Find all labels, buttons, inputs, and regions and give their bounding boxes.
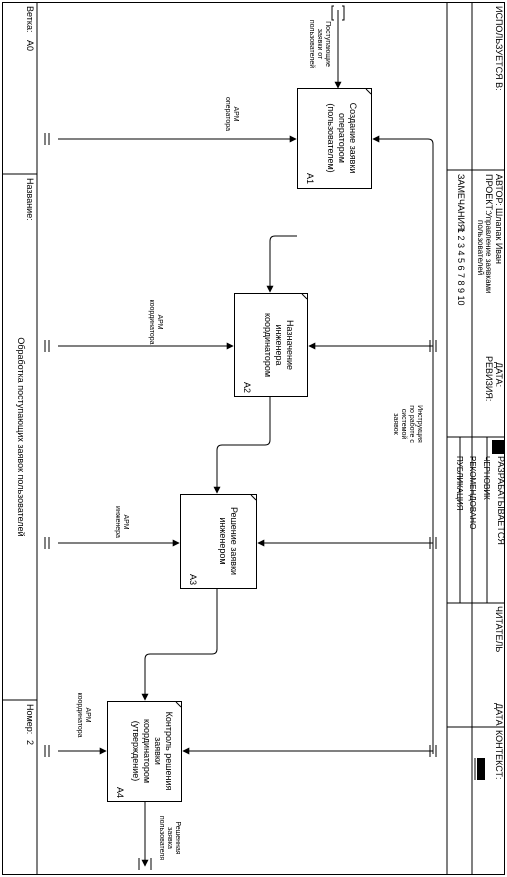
activity-box-a1 — [297, 88, 372, 189]
output-label-1: Решенная — [174, 821, 181, 854]
node-value: A0 — [25, 40, 35, 51]
status-draft: ЧЕРНОВИК — [482, 456, 491, 500]
input-label-1: Поступающие — [324, 21, 331, 67]
title-label: Название: — [25, 178, 35, 221]
activity-a3-id: A3 — [188, 574, 198, 585]
activity-a2-line-2: инженера — [274, 324, 284, 365]
activity-a4-line-2: заявки — [153, 737, 163, 765]
box-corner-marks — [175, 88, 372, 708]
control-label-3: системой — [400, 409, 408, 440]
date-label: ДАТА: — [494, 362, 504, 387]
activity-labels: Создание заявки оператором (пользователе… — [115, 103, 358, 798]
project-value-1: Управление заявками — [484, 212, 493, 294]
activity-box-a4 — [107, 701, 182, 802]
activity-a4-line-4: (утверждение) — [131, 721, 141, 782]
arrow-a2-to-a3 — [213, 397, 271, 494]
mech-a1-label-2: оператора — [224, 97, 231, 131]
activity-a4-id: A4 — [115, 787, 125, 798]
arrow-a3-to-a4 — [141, 589, 218, 701]
activity-a4-line-1: Контроль решения — [164, 712, 174, 791]
mech-a3-label-2: инженера — [114, 506, 121, 538]
title-value: Обработка поступающих заявок пользовател… — [16, 337, 26, 536]
activity-a2-line-3: координатором — [263, 313, 273, 377]
status-working: РАЗРАБАТЫВАЕТСЯ — [496, 456, 506, 545]
arrow-control-trunk — [428, 345, 434, 754]
project-label: ПРОЕКТ: — [484, 174, 494, 213]
mech-a2-label-1: АРМ — [156, 314, 163, 329]
input-label-2: заявки от — [316, 29, 323, 60]
activity-a2-line-1: Назначение — [285, 320, 295, 370]
activity-a1-line-3: (пользователем) — [326, 103, 336, 172]
activity-a4-line-3: координатором — [142, 719, 152, 783]
mech-a1-label-1: АРМ — [232, 106, 239, 121]
tunnel-brackets — [44, 133, 437, 870]
mech-a3-label-1: АРМ — [122, 514, 129, 529]
revision-label: РЕВИЗИЯ: — [484, 356, 494, 401]
arrow-labels: Поступающие заявки от пользователей АРМ … — [76, 20, 423, 861]
mech-a4-label-1: АРМ — [84, 707, 91, 722]
status-working-mark — [492, 440, 504, 454]
mech-a4-label-2: координатора — [76, 692, 83, 737]
activity-a3-line-1: Решение заявки — [229, 507, 239, 575]
control-label-1: Инструкция — [416, 405, 423, 443]
author-label: АВТОР: — [494, 174, 504, 206]
status-recommended: РЕКОМЕНДОВАНО — [468, 456, 477, 529]
output-label-3: пользователя — [158, 816, 165, 861]
author-value: Шлапак Иван — [494, 208, 504, 264]
activity-box-a3 — [180, 494, 257, 589]
mech-a2-label-2: координатора — [148, 299, 155, 344]
control-label-4: заявок — [392, 413, 399, 435]
notes-value: 1 2 3 4 5 6 7 8 9 10 — [456, 228, 466, 306]
notes-label: ЗАМЕЧАНИЯ: — [456, 174, 466, 233]
context-label: КОНТЕКСТ: — [494, 730, 504, 779]
activity-a1-line-2: оператором — [337, 113, 347, 163]
input-label-3: пользователей — [308, 20, 316, 68]
header-texts: ИСПОЛЬЗУЕТСЯ В: АВТОР: Шлапак Иван ПРОЕК… — [455, 6, 506, 779]
used-at-label: ИСПОЛЬЗУЕТСЯ В: — [494, 6, 504, 91]
reader-date-label: ДАТА — [494, 703, 504, 726]
activity-a2-id: A2 — [242, 382, 252, 393]
node-label: Ветка: — [25, 6, 35, 32]
project-value-2: пользователей — [476, 220, 485, 275]
reader-label: ЧИТАТЕЛЬ — [494, 606, 504, 652]
activity-a1-line-1: Создание заявки — [348, 103, 358, 174]
footer-texts: Ветка: A0 Название: Обработка поступающи… — [16, 6, 35, 745]
activity-box-a2 — [234, 293, 308, 397]
output-label-2: заявка — [166, 827, 173, 849]
arrow-a1-to-a2 — [266, 235, 297, 293]
status-publication: ПУБЛИКАЦИЯ — [455, 456, 464, 511]
number-label: Номер: — [25, 704, 35, 734]
activity-a3-line-2: инженером — [218, 517, 228, 564]
number-value: 2 — [25, 740, 35, 745]
context-mark — [477, 758, 485, 780]
activity-a1-id: A1 — [305, 173, 315, 184]
activity-boxes — [107, 88, 372, 802]
arrow-control-a1 — [372, 135, 434, 346]
control-label-2: по работе с — [408, 405, 416, 443]
